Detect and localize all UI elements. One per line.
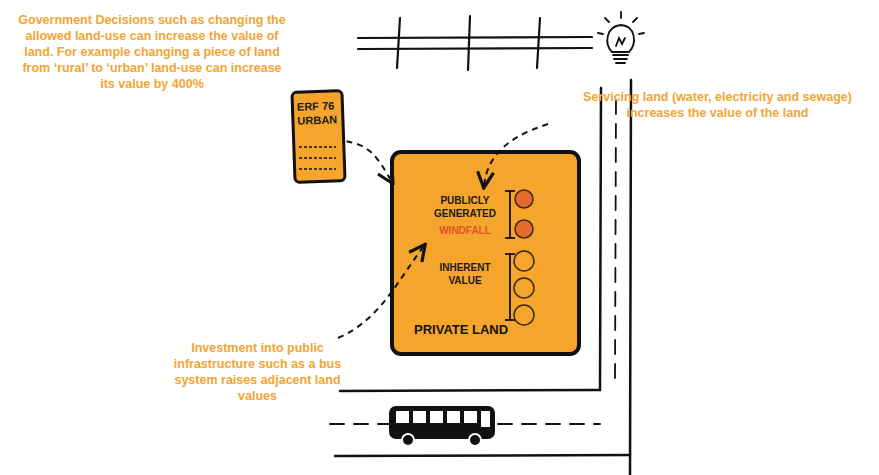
bulb-base — [614, 58, 627, 60]
bulb-ray — [620, 12, 622, 18]
value-label: PUBLICLY GENERATED — [422, 195, 508, 220]
road-centre-line — [330, 423, 600, 425]
bulb-base — [613, 54, 628, 56]
investment-leader — [338, 246, 424, 338]
bus-window — [413, 411, 426, 423]
value-brackets — [505, 191, 515, 320]
bracket-tick — [505, 190, 515, 192]
windfall-label: WINDFALL — [422, 225, 508, 238]
bus-door — [481, 411, 490, 427]
bus-wheel — [402, 434, 414, 446]
inherent-coin — [514, 278, 534, 298]
bulb-ray — [639, 33, 644, 34]
value-label: INHERENT VALUE — [430, 262, 500, 287]
callout-note: Government Decisions such as changing th… — [14, 13, 290, 92]
bulb-filament — [616, 38, 625, 46]
document-line — [299, 146, 336, 147]
bus-body — [389, 406, 495, 439]
document-line — [299, 157, 336, 158]
light-bulb — [598, 12, 644, 63]
private-land-plot: PUBLICLY GENERATED WINDFALL INHERENT VALUE… — [390, 150, 581, 356]
bulb-ray — [633, 18, 637, 22]
wire-pole — [397, 18, 400, 68]
road-edge — [335, 455, 630, 456]
road-edge — [340, 390, 600, 391]
bulb-base — [616, 62, 625, 64]
road-edge — [630, 80, 631, 475]
inherent-coin — [514, 251, 534, 271]
bus-window — [430, 411, 443, 423]
wire-line — [358, 37, 592, 38]
wire-pole — [468, 16, 470, 70]
bus-icon — [389, 406, 495, 446]
wire-line — [358, 48, 592, 49]
bracket-tick — [505, 319, 515, 321]
dashed-arrow — [347, 141, 392, 182]
bulb-ray — [598, 33, 603, 34]
bracket-tick — [505, 237, 515, 239]
land-title-document: ERF 76 URBAN — [290, 89, 346, 184]
bulb-ray — [605, 18, 609, 22]
callout-note: Servicing land (water, electricity and s… — [560, 90, 875, 122]
bus-window — [396, 411, 409, 423]
road-centre-line — [615, 100, 616, 380]
document-line — [299, 168, 336, 169]
bracket-line — [509, 191, 511, 238]
wire-pole — [537, 18, 540, 68]
bracket-tick — [505, 253, 515, 255]
leader-arrows — [338, 124, 548, 338]
windfall-coin — [515, 190, 533, 208]
bus-window — [447, 411, 460, 423]
callout-note: Investment into public infrastructure su… — [160, 341, 355, 405]
servicing-leader — [484, 124, 548, 186]
windfall-coin — [515, 220, 533, 238]
utility-wires — [358, 16, 592, 70]
plot-title: PRIVATE LAND — [414, 322, 574, 338]
document-title: ERF 76 URBAN — [297, 99, 342, 128]
roads — [330, 80, 631, 475]
inherent-coin — [514, 305, 534, 325]
bulb-glass — [607, 25, 634, 52]
value-coins — [514, 190, 534, 325]
bus-window — [464, 411, 477, 423]
document-lines — [299, 147, 336, 169]
bracket-line — [509, 254, 511, 320]
road-edge — [600, 88, 601, 390]
bus-wheel — [469, 434, 481, 446]
